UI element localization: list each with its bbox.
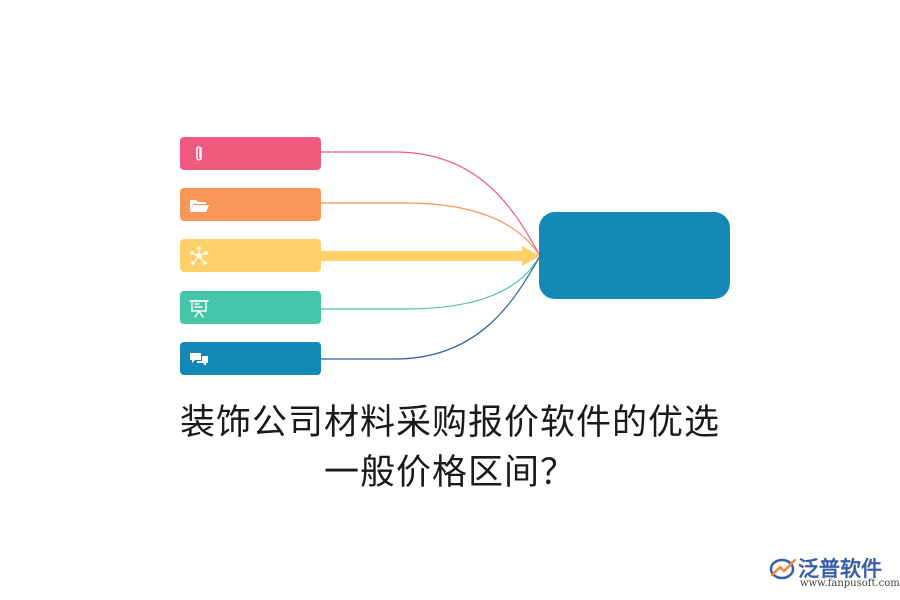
folder-icon — [190, 200, 209, 212]
logo-name: 泛普软件 — [798, 557, 882, 581]
connector-line-4 — [321, 255, 541, 310]
diagram-item-5 — [180, 342, 321, 375]
diagram-item-4 — [180, 291, 321, 324]
presentation-icon — [189, 300, 209, 318]
diagram-hub — [539, 212, 730, 299]
logo-mark-icon — [769, 558, 797, 580]
title-line-1: 装饰公司材料采购报价软件的优选 — [179, 403, 720, 443]
connector-arrow — [321, 246, 540, 266]
paperclip-icon — [196, 146, 202, 161]
connector-line-2 — [321, 202, 541, 257]
logo-url: www.fanpusoft.com — [800, 578, 900, 589]
page-title: 装饰公司材料采购报价软件的优选 一般价格区间？ — [100, 398, 800, 498]
connector-line-5 — [321, 255, 541, 360]
network-icon — [190, 246, 208, 265]
title-line-2: 一般价格区间？ — [323, 453, 576, 493]
diagram-item-2 — [180, 188, 321, 221]
diagram-item-3 — [180, 239, 321, 272]
diagram-item-1 — [180, 137, 321, 170]
brand-logo: 泛普软件 www.fanpusoft.com — [768, 551, 900, 593]
connector-line-1 — [321, 151, 541, 257]
chat-icon — [190, 353, 208, 366]
